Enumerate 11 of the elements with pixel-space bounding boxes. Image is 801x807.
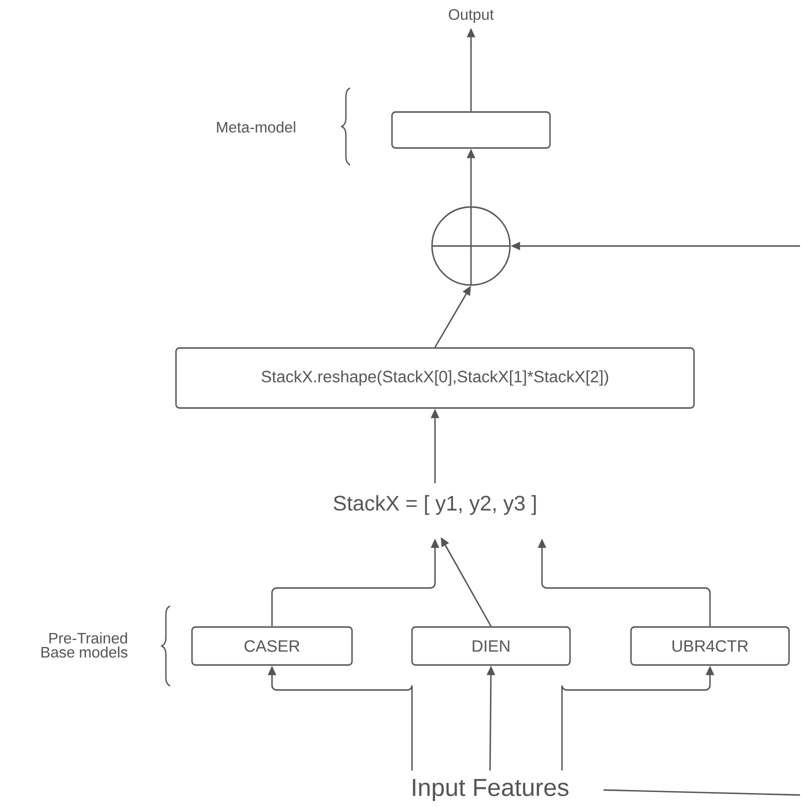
process-box: CASER <box>191 626 353 666</box>
text-label: Input Features <box>412 779 568 802</box>
text-label: Output <box>448 9 494 23</box>
process-box: DIEN <box>411 626 571 666</box>
process-box: UBR4CTR <box>630 626 790 666</box>
text-label: StackX = [ y1, y2, y3 ] <box>334 495 536 515</box>
side-label: Pre-Trained Base models <box>42 632 128 658</box>
sum-circle <box>431 206 511 286</box>
process-box: StackX.reshape(StackX[0],StackX[1]*StackX[2]) <box>175 347 695 409</box>
side-label: Meta-model <box>217 121 296 133</box>
process-box <box>391 111 551 149</box>
